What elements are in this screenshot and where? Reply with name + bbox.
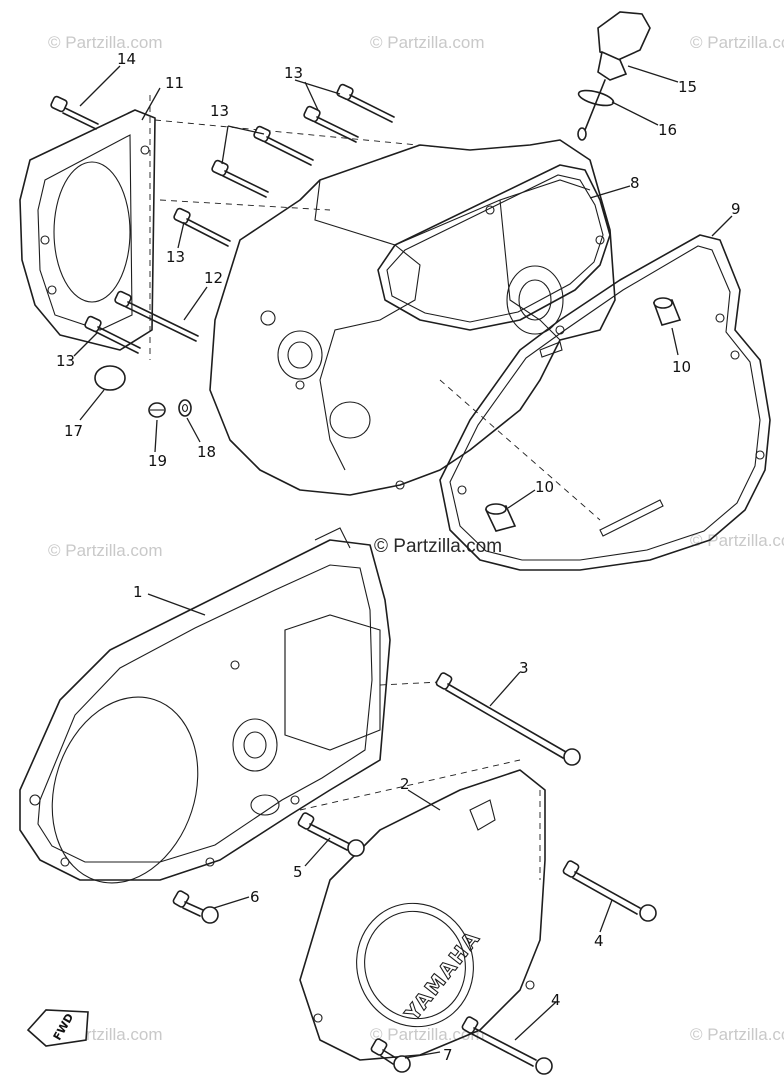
cap-17 [94, 365, 126, 391]
bolt-7 [370, 1038, 411, 1073]
label-11: 11 [165, 74, 184, 92]
part-1-crankcase-cover [19, 527, 391, 884]
part-2-clutch-cover: YAMAHA [299, 769, 546, 1061]
watermark: © Partzilla.com [690, 1025, 784, 1044]
label-2: 2 [400, 775, 410, 793]
label-5: 5 [293, 863, 303, 881]
label-13: 13 [284, 64, 303, 82]
label-16: 16 [658, 121, 677, 139]
bolt-4 [461, 1016, 553, 1075]
bolt-13 [253, 125, 314, 166]
watermark: © Partzilla.com [690, 33, 784, 52]
label-8: 8 [630, 174, 640, 192]
washer-18 [178, 399, 192, 417]
dowel-pin-10 [652, 297, 682, 326]
label-13: 13 [56, 352, 75, 370]
watermark-main: © Partzilla.com [374, 536, 502, 557]
alignment-lines [149, 95, 601, 880]
bolt-13 [303, 105, 359, 143]
label-13: 13 [210, 102, 229, 120]
bolt-12 [114, 290, 199, 342]
bolt-13 [336, 83, 395, 123]
crankcase-cover-upper [209, 139, 616, 496]
bolt-4 [562, 860, 657, 922]
bolt-13 [173, 207, 231, 247]
cover-logo: YAMAHA [399, 925, 485, 1025]
bolt-14 [50, 95, 99, 130]
label-1: 1 [133, 583, 143, 601]
label-9: 9 [731, 200, 741, 218]
forward-direction-arrow: FWD [26, 1009, 89, 1047]
leader-lines [73, 65, 733, 1059]
label-4: 4 [551, 991, 561, 1009]
part-11-small-cover [19, 109, 156, 351]
label-7: 7 [443, 1046, 453, 1064]
oil-filler-plug-15 [577, 11, 651, 141]
watermark: © Partzilla.com [690, 531, 784, 550]
label-12: 12 [204, 269, 223, 287]
o-ring-16 [577, 89, 615, 107]
watermark: © Partzilla.com [370, 33, 485, 52]
label-10: 10 [672, 358, 691, 376]
label-3: 3 [519, 659, 529, 677]
label-19: 19 [148, 452, 167, 470]
label-15: 15 [678, 78, 697, 96]
screw-19 [148, 402, 166, 418]
watermark-layer: © Partzilla.com © Partzilla.com © Partzi… [48, 33, 784, 1044]
gasket-8 [377, 164, 611, 331]
label-10: 10 [535, 478, 554, 496]
bolt-13 [84, 315, 141, 354]
watermark: © Partzilla.com [48, 541, 163, 560]
gasket-9 [439, 234, 771, 571]
bolt-13 [211, 159, 269, 198]
label-6: 6 [250, 888, 260, 906]
bolt-5 [297, 812, 365, 857]
watermark: © Partzilla.com [48, 33, 163, 52]
label-13: 13 [166, 248, 185, 266]
bolt-3 [435, 672, 581, 766]
bolt-6 [172, 890, 219, 924]
label-17: 17 [64, 422, 83, 440]
label-18: 18 [197, 443, 216, 461]
dowel-pin-10 [484, 503, 517, 532]
label-4: 4 [594, 932, 604, 950]
label-14: 14 [117, 50, 136, 68]
part-number-labels: 11 14 13 13 13 12 13 15 16 8 9 10 10 17 … [56, 50, 741, 1064]
